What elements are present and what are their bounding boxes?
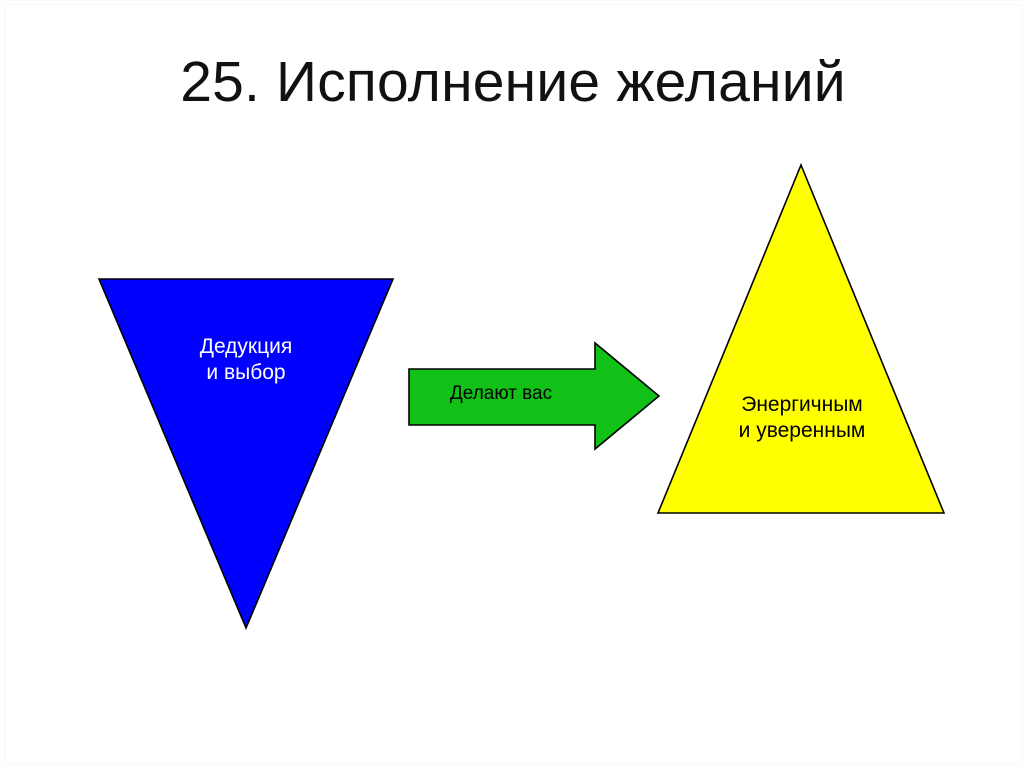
inverted-triangle-shape[interactable] [97,278,395,631]
inverted-triangle-label: Дедукция и выбор [199,335,293,384]
triangle-shape[interactable] [656,162,946,514]
triangle-label: Энергичным и уверенным [738,393,866,442]
page-title: 25. Исполнение желаний [180,50,846,114]
right-arrow-shape[interactable] [408,341,661,451]
right-arrow-label: Делают вас [449,383,553,404]
